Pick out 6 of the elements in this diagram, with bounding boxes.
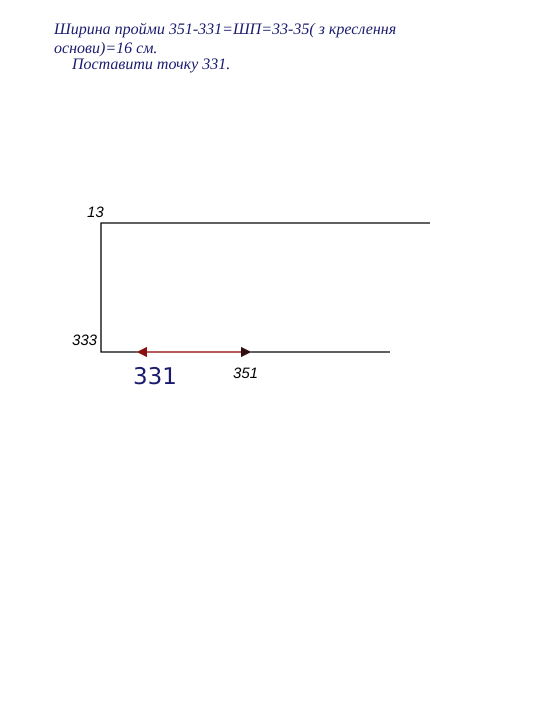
point-label: 333 [72,332,98,349]
point-label: 331 [133,364,177,390]
heading-text: Ширина пройми 351-331=ШП=33-35( з креслення основи)=16 см. [54,20,398,58]
instruction-text: Поставити точку 331. [72,56,230,74]
point-label: 351 [233,365,258,382]
point-label: 13 [87,204,104,221]
